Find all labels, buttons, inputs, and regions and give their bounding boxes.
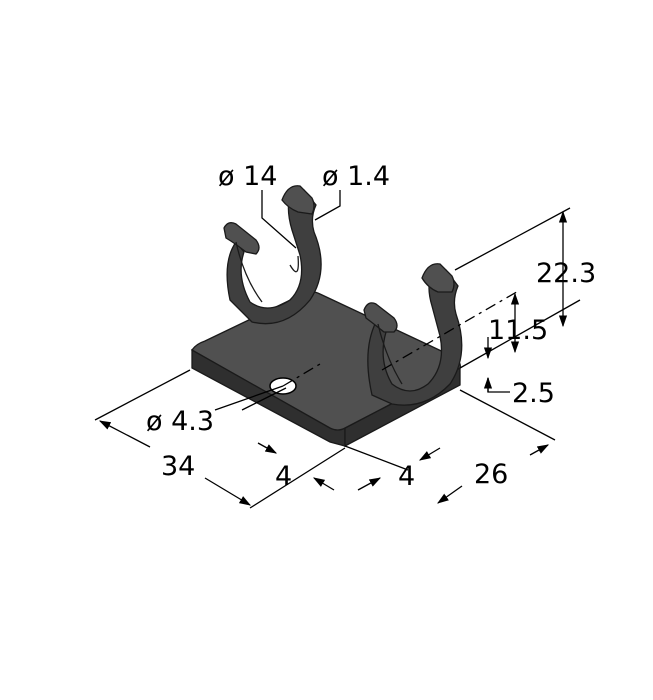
dim-pin-diameter: ø 1.4 [322, 161, 390, 192]
dim-axis-height: 11.5 [488, 315, 548, 346]
dim-clip-diameter: ø 14 [218, 161, 277, 192]
base-plate-top-face [191, 291, 461, 431]
dim-mount-hole-diameter: ø 4.3 [146, 406, 214, 437]
dim-total-height: 22.3 [536, 258, 596, 289]
dimension-labels: ø 14 ø 1.4 22.3 11.5 2.5 ø 4.3 34 4 4 26 [146, 161, 596, 492]
dim-hole-offset-right: 4 [398, 461, 415, 492]
clip-holder-part [191, 185, 463, 448]
center-lines [282, 289, 521, 387]
dim-hole-offset-left: 4 [275, 461, 292, 492]
front-clip [363, 263, 463, 406]
dim-base-thickness: 2.5 [512, 378, 555, 409]
back-clip [223, 185, 322, 325]
dimension-lines [94, 190, 581, 509]
dim-width: 26 [474, 459, 508, 490]
dim-length: 34 [161, 451, 195, 482]
